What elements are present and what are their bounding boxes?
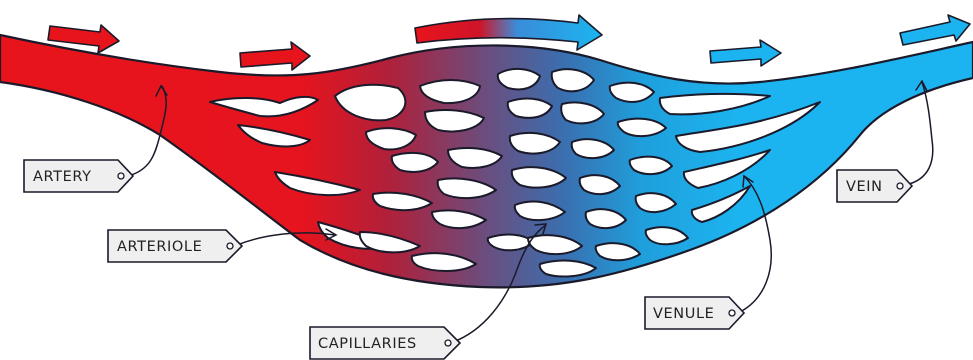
capillaries-label: CAPILLARIES xyxy=(318,336,417,352)
vein-tag: VEIN xyxy=(837,170,912,202)
tag-hole-icon xyxy=(445,340,451,346)
arteriole-tag: ARTERIOLE xyxy=(108,230,242,262)
artery-label: ARTERY xyxy=(33,169,92,185)
flow-arrow-icon xyxy=(240,42,310,70)
tag-hole-icon xyxy=(227,243,233,249)
flow-arrow-icon xyxy=(900,15,970,45)
arteriole-label: ARTERIOLE xyxy=(117,239,202,255)
capillaries-tag: CAPILLARIES xyxy=(310,327,460,359)
flow-arrow-icon xyxy=(710,40,781,66)
venule-tag: VENULE xyxy=(645,297,744,329)
artery-tag: ARTERY xyxy=(24,160,133,192)
tag-hole-icon xyxy=(729,310,735,316)
venule-label: VENULE xyxy=(653,306,714,322)
tag-hole-icon xyxy=(897,183,903,189)
tag-hole-icon xyxy=(118,173,124,179)
vein-label: VEIN xyxy=(846,179,883,195)
